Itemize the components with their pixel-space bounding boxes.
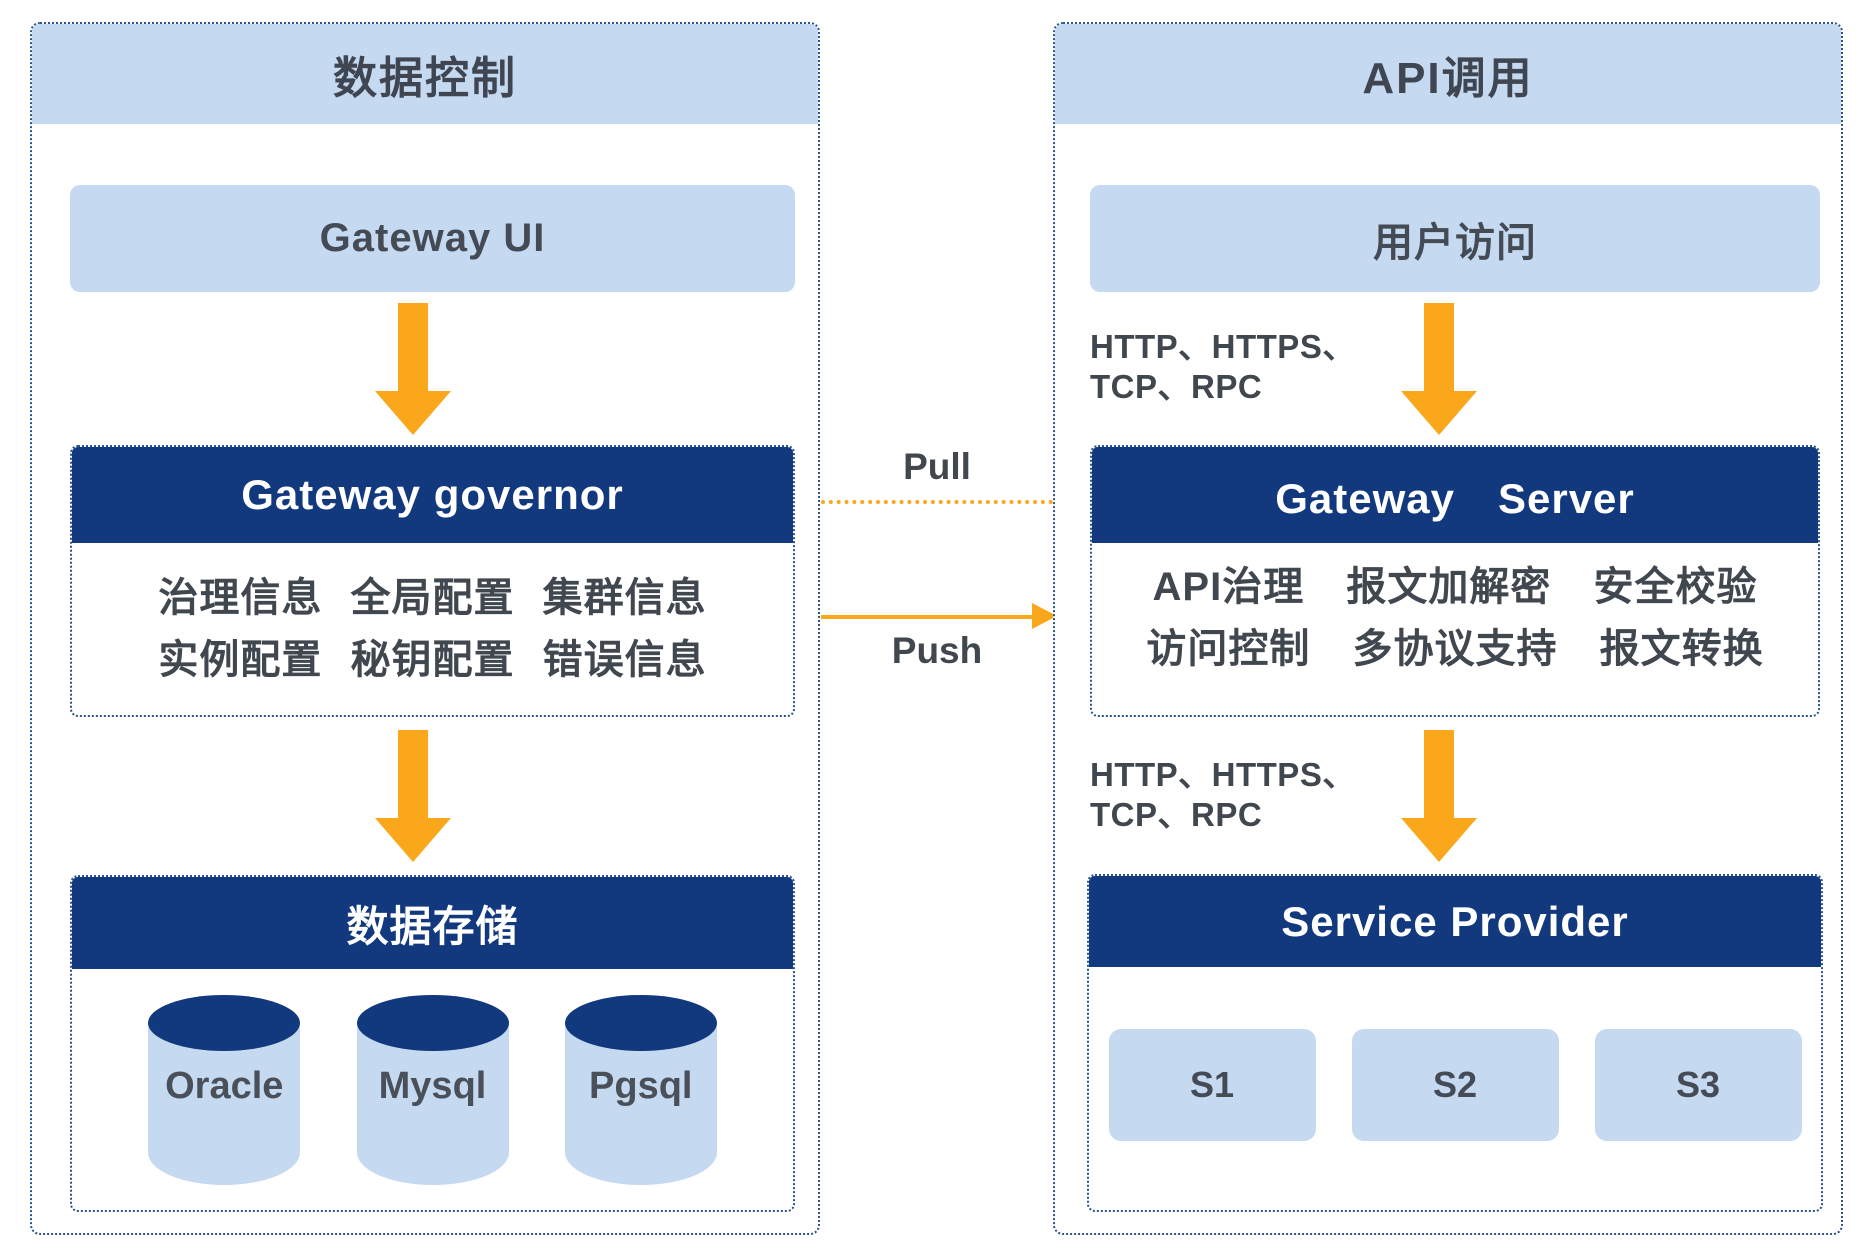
push-arrow-head	[1032, 603, 1057, 629]
down-arrow-icon	[375, 303, 451, 435]
governor-line-2: 实例配置 秘钥配置 错误信息	[158, 638, 707, 682]
server-line-1: API治理 报文加解密 安全校验	[1152, 565, 1758, 609]
database-icon: Mysql	[356, 994, 509, 1185]
push-line	[821, 615, 1034, 619]
protocol-label-bottom: HTTP、HTTPS、 TCP、RPC	[1090, 755, 1356, 834]
gateway-server-content: API治理 报文加解密 安全校验 访问控制 多协议支持 报文转换	[1092, 543, 1818, 693]
arrow-shaft	[1424, 730, 1454, 818]
pull-dotted-line	[821, 500, 1053, 504]
arrow-shaft	[1424, 303, 1454, 391]
gateway-server-header: Gateway Server	[1092, 447, 1818, 543]
api-call-panel: API调用 用户访问 HTTP、HTTPS、 TCP、RPC Gateway S…	[1053, 22, 1843, 1235]
protocol-line-1: HTTP、HTTPS、	[1090, 756, 1356, 793]
service-box: S3	[1594, 1029, 1802, 1141]
database-icon: Oracle	[148, 994, 301, 1185]
database-label: Pgsql	[589, 1064, 693, 1107]
arrow-head	[1401, 391, 1477, 435]
service-provider-header: Service Provider	[1089, 876, 1821, 967]
data-storage-header: 数据存储	[72, 877, 793, 969]
database-cylinder-top	[564, 994, 717, 1051]
service-row: S1 S2 S3	[1089, 967, 1821, 1210]
down-arrow-icon	[1401, 303, 1477, 435]
arrow-head	[375, 818, 451, 862]
gateway-server-box: Gateway Server API治理 报文加解密 安全校验 访问控制 多协议…	[1090, 445, 1820, 717]
gateway-governor-box: Gateway governor 治理信息 全局配置 集群信息 实例配置 秘钥配…	[70, 445, 795, 717]
data-control-panel-title: 数据控制	[32, 24, 818, 124]
pull-label: Pull	[903, 446, 971, 487]
database-icon: Pgsql	[564, 994, 717, 1185]
protocol-line-1: HTTP、HTTPS、	[1090, 328, 1356, 365]
service-box: S1	[1108, 1029, 1316, 1141]
arrow-head	[1401, 818, 1477, 862]
arrow-shaft	[398, 730, 428, 818]
gateway-governor-header: Gateway governor	[72, 447, 793, 543]
database-cylinder-top	[356, 994, 509, 1051]
user-access-box: 用户访问	[1090, 185, 1820, 292]
push-label: Push	[891, 630, 983, 671]
api-call-panel-title: API调用	[1055, 24, 1841, 124]
data-control-panel: 数据控制 Gateway UI Gateway governor 治理信息 全局…	[30, 22, 820, 1235]
protocol-label-top: HTTP、HTTPS、 TCP、RPC	[1090, 327, 1356, 406]
arrow-shaft	[398, 303, 428, 391]
governor-line-1: 治理信息 全局配置 集群信息	[158, 576, 707, 620]
down-arrow-icon	[1401, 730, 1477, 862]
gateway-ui-box: Gateway UI	[70, 185, 795, 292]
database-label: Oracle	[165, 1064, 284, 1107]
server-line-2: 访问控制 多协议支持 报文转换	[1146, 627, 1764, 671]
database-label: Mysql	[378, 1064, 487, 1107]
protocol-line-2: TCP、RPC	[1090, 795, 1263, 833]
database-row: Oracle Mysql Pgsql	[72, 969, 793, 1210]
database-cylinder-top	[148, 994, 301, 1051]
data-storage-box: 数据存储 Oracle Mysql Pgsql	[70, 875, 795, 1212]
protocol-line-2: TCP、RPC	[1090, 367, 1263, 405]
service-box: S2	[1351, 1029, 1559, 1141]
service-provider-box: Service Provider S1 S2 S3	[1087, 874, 1823, 1212]
gateway-governor-content: 治理信息 全局配置 集群信息 实例配置 秘钥配置 错误信息	[72, 543, 793, 715]
down-arrow-icon	[375, 730, 451, 862]
arrow-head	[375, 391, 451, 435]
